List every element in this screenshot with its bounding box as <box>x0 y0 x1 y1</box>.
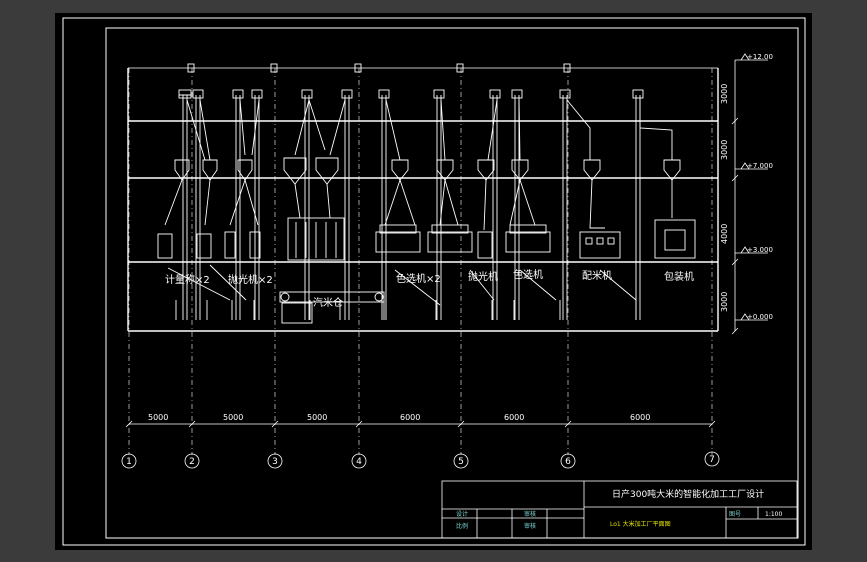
drawing-background <box>55 13 812 550</box>
axis-number: 2 <box>189 457 195 467</box>
span-label: 5000 <box>307 413 327 422</box>
axis-number: 7 <box>709 455 715 465</box>
tb-label: 比例 <box>456 522 468 530</box>
height-label: 3000 <box>720 140 729 160</box>
axis-number: 5 <box>458 457 464 467</box>
elevation-label: +0.000 <box>747 313 773 321</box>
elevation-labels: +12.00 +7.000 +3.000 +0.000 <box>747 53 773 321</box>
height-label: 4000 <box>720 224 729 244</box>
machine-label: 抛光机×2 <box>228 273 273 286</box>
hoppers <box>164 157 681 231</box>
elevation-label: +12.00 <box>747 53 773 61</box>
height-label: 3000 <box>720 84 729 104</box>
machine-label: 配米机 <box>582 269 612 282</box>
floor-lines <box>127 67 719 332</box>
machine-label: 色选机 <box>513 268 543 281</box>
title-block-text: 日产300吨大米的智能化加工工厂设计 Lo1 大米加工厂平面图 设计 审核 图号… <box>456 488 782 530</box>
tb-label: 审核 <box>524 510 536 518</box>
title-block <box>441 480 798 539</box>
machine-labels: 计量称×2 抛光机×2 汽米仓 色选机×2 抛光机 色选机 配米机 包装机 <box>165 268 694 309</box>
span-dimension-line <box>125 420 716 428</box>
machine-label: 汽米仓 <box>313 296 343 309</box>
axis-numbers: 1 2 3 4 5 6 7 <box>126 455 715 467</box>
elevation-label: +7.000 <box>747 162 773 170</box>
machine-label: 包装机 <box>664 270 694 283</box>
axis-lines <box>128 68 713 455</box>
axis-number: 4 <box>356 457 362 467</box>
axis-number: 3 <box>272 457 278 467</box>
axis-number: 1 <box>126 457 132 467</box>
drawing-subtitle: Lo1 大米加工厂平面图 <box>610 520 671 528</box>
machine-label: 色选机×2 <box>396 272 441 285</box>
tb-label: 审核 <box>524 522 536 530</box>
axis-number: 6 <box>565 457 571 467</box>
tb-label: 图号 <box>729 511 741 518</box>
drawing-title: 日产300吨大米的智能化加工工厂设计 <box>612 488 764 500</box>
machines <box>157 217 696 261</box>
machine-label: 计量称×2 <box>165 273 210 286</box>
outer-frame <box>62 17 806 546</box>
tb-value: 1:100 <box>765 511 782 518</box>
axis-bubbles <box>121 451 720 469</box>
span-labels: 5000 5000 5000 6000 6000 6000 <box>148 413 650 422</box>
height-labels: 3000 3000 4000 3000 <box>720 84 729 312</box>
span-label: 5000 <box>223 413 243 422</box>
span-label: 6000 <box>504 413 524 422</box>
machine-label: 抛光机 <box>468 270 498 283</box>
elevation-label: +3.000 <box>747 246 773 254</box>
height-dimension-line <box>731 53 768 335</box>
height-label: 3000 <box>720 292 729 312</box>
ground-equipment <box>167 264 637 324</box>
span-label: 6000 <box>630 413 650 422</box>
span-label: 6000 <box>400 413 420 422</box>
span-label: 5000 <box>148 413 168 422</box>
tb-label: 设计 <box>456 510 468 518</box>
